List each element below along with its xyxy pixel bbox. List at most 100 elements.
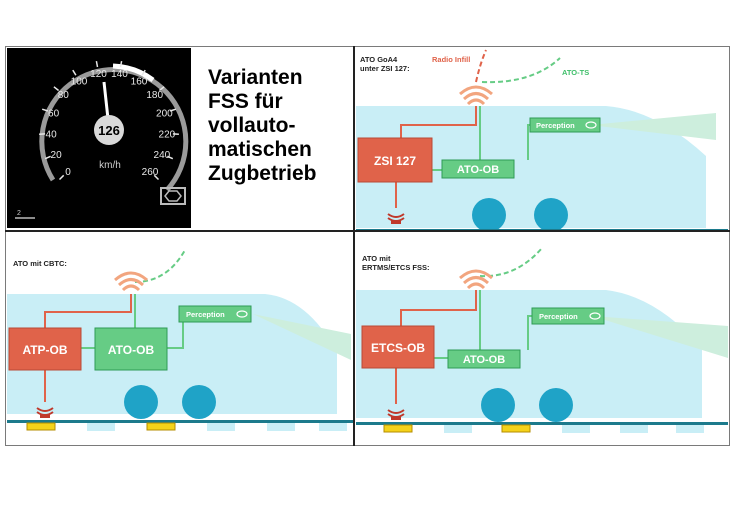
eye-icon (589, 312, 601, 320)
sleeper (87, 423, 115, 431)
gauge-tick-mark (167, 155, 174, 160)
gauge-tick-label: 40 (46, 130, 58, 141)
wire-ato-perception (527, 124, 530, 160)
zsi127-box-label: ZSI 127 (374, 154, 416, 168)
panel-caption: ERTMS/ETCS FSS: (362, 263, 430, 272)
speed-value: 126 (98, 123, 120, 138)
gauge-tick-label: 100 (71, 76, 88, 87)
gauge-tick-label: 140 (111, 69, 128, 80)
ato-ob-box-label: ATO-OB (108, 343, 155, 357)
gauge-tick-label: 240 (154, 150, 171, 161)
gauge-tick-label: 160 (131, 76, 148, 87)
panel-cbtc: ATO mit CBTC: ATP-OB ATO-OB Perception (7, 232, 353, 444)
sleeper (620, 425, 648, 433)
wheel (124, 385, 158, 419)
ato-ts-label: ATO-TS (562, 68, 589, 77)
wheel (472, 198, 506, 230)
gauge-tick-label: 120 (90, 69, 107, 80)
gauge-tick-mark (58, 174, 65, 181)
gauge-tick-label: 60 (48, 109, 60, 120)
perception-box-label: Perception (186, 310, 225, 319)
gauge-tick-label: 260 (142, 167, 159, 178)
gauge-tick-label: 20 (51, 150, 63, 161)
wheel (539, 388, 573, 422)
sleeper (319, 423, 347, 431)
perception-box-label: Perception (536, 121, 575, 130)
train-body (7, 294, 337, 414)
sleeper (207, 423, 235, 431)
perception-box (531, 307, 605, 325)
cab-indicator-shape (164, 190, 182, 202)
eye-icon (585, 121, 597, 129)
rail (7, 420, 353, 423)
panel-divider-horizontal (5, 230, 730, 232)
wheel (534, 198, 568, 230)
radio-infill-label: Radio Infill (432, 55, 470, 64)
gauge-hub (94, 115, 124, 145)
panel-etcs: ATO mit ERTMS/ETCS FSS: ETCS-OB ATO-OB P… (356, 232, 728, 444)
gauge-tick-mark (158, 86, 165, 92)
small-label: 2 (17, 210, 21, 217)
ato-ob-box-label: ATO-OB (457, 164, 499, 176)
cab-indicator-icon (160, 187, 186, 205)
panel-caption: ATO mit CBTC: (13, 259, 67, 268)
gauge-tick-mark (41, 108, 49, 112)
gauge-tick-mark (72, 69, 77, 76)
panel-divider-vertical (353, 46, 355, 446)
sleeper (267, 423, 295, 431)
zsi127-box (357, 137, 433, 183)
gauge-tick-label: 0 (65, 167, 71, 178)
title-line: Varianten (208, 66, 303, 89)
speed-unit: km/h (99, 160, 121, 171)
gauge-tick-mark (53, 86, 60, 92)
radio-infill-link (475, 49, 487, 83)
title-line: Zugbetrieb (208, 162, 317, 185)
panel-caption: ATO mit (362, 254, 391, 263)
ato-ob-box-label: ATO-OB (463, 354, 505, 366)
perception-box (178, 305, 252, 323)
etcs-ob-box-label: ETCS-OB (371, 341, 425, 355)
panel-caption: unter ZSI 127: (360, 64, 410, 73)
rail (356, 229, 728, 230)
panel-caption: ATO GoA4 (360, 55, 398, 64)
gauge-tick-mark (153, 174, 160, 181)
ato-ob-box (94, 327, 168, 371)
train-antenna-icon (387, 409, 405, 420)
radio-link (134, 249, 186, 283)
diagram-title: Varianten FSS für vollauto- matischen Zu… (208, 66, 348, 186)
gauge-tick-mark (95, 60, 99, 68)
gauge-tick-label: 200 (156, 109, 173, 120)
train-antenna-icon (387, 213, 405, 224)
train-antenna-icon (36, 407, 54, 418)
wheel (481, 388, 515, 422)
sleeper (562, 425, 590, 433)
gauge-tick-label: 80 (58, 90, 70, 101)
perception-beam (590, 113, 716, 140)
ato-ob-box (447, 349, 521, 369)
radio-antenna-icon (459, 269, 493, 290)
gauge-tick-label: 220 (159, 130, 176, 141)
panel-zsi127: ATO GoA4 unter ZSI 127: Radio Infill ATO… (356, 48, 728, 230)
etcs-ob-box (361, 325, 435, 369)
sleeper (444, 425, 472, 433)
radio-antenna-icon (114, 271, 148, 292)
ato-ob-box (441, 159, 515, 179)
balise (146, 422, 176, 431)
eye-icon (236, 310, 248, 318)
title-line: matischen (208, 138, 312, 161)
balise (501, 424, 531, 433)
title-line: FSS für (208, 90, 283, 113)
perception-beam (592, 316, 728, 358)
wire-radio-zsi (400, 106, 477, 138)
gauge-arc-active (112, 63, 155, 83)
gauge-tick-mark (141, 69, 146, 76)
radio-antenna-icon (459, 85, 493, 106)
atp-ob-box (8, 327, 82, 371)
title-line: vollauto- (208, 114, 296, 137)
gauge-tick-mark (169, 108, 177, 112)
train-body (356, 106, 706, 228)
perception-beam (253, 314, 351, 360)
